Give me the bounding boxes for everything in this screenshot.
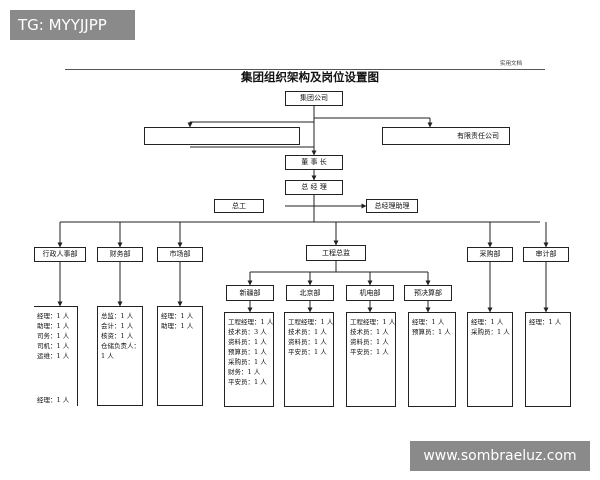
group-company-label: 集团公司	[300, 94, 328, 102]
detail-market-box: 经理：1 人 助理：1 人	[157, 306, 203, 406]
gm-assistant-box: 总经理助理	[366, 199, 418, 213]
detail-mech-box: 工程经理：1 人 技术员：1 人 资料员：1 人 平安员：1 人	[346, 312, 396, 407]
detail-line: 预算员：1 人	[412, 328, 451, 336]
sub-budget-box: 预决算部	[404, 285, 452, 301]
dept-hr-label: 行政人事部	[42, 250, 78, 258]
llc-label: 有限责任公司	[457, 131, 499, 140]
dept-engineering-label: 工程总监	[322, 248, 350, 257]
detail-line: 技术员：1 人	[350, 328, 389, 336]
detail-line: 司务：1 人	[37, 332, 70, 340]
dept-engineering-box: 工程总监	[306, 245, 366, 261]
dept-market-box: 市场部	[157, 247, 203, 262]
detail-line: 司机：1 人	[37, 342, 70, 350]
general-manager-label: 总 经 理	[301, 183, 327, 191]
detail-line: 技术员：3 人	[228, 328, 267, 336]
detail-purchase-box: 经理：1 人 采购员：1 人	[467, 312, 513, 407]
sub-xinjiang-label: 新疆部	[239, 288, 261, 297]
detail-line: 经理：1 人	[161, 312, 194, 320]
detail-line: 1 人	[101, 352, 114, 360]
dept-audit-label: 审计部	[535, 250, 557, 258]
detail-line: 工程经理：1 人	[288, 318, 334, 326]
detail-hr-box: 经理：1 人 助理：1 人 司务：1 人 司机：1 人 运维：1 人 经理：1 …	[34, 306, 78, 406]
chief-engineer-label: 总工	[232, 201, 246, 210]
chairman-box: 董 事 长	[285, 155, 343, 170]
llc-box: 有限责任公司	[382, 127, 510, 145]
dept-finance-label: 财务部	[109, 250, 131, 258]
detail-line: 仓储负责人：	[101, 342, 140, 350]
chart-title: 集团组织架构及岗位设置图	[241, 70, 379, 84]
detail-line: 资料员：1 人	[228, 338, 267, 346]
detail-line: 平安员：1 人	[288, 348, 327, 356]
detail-finance-box: 总监：1 人 会计：1 人 核资：1 人 仓储负责人： 1 人	[97, 306, 143, 406]
detail-line: 经理：1 人	[37, 312, 70, 320]
dept-hr-box: 行政人事部	[34, 247, 86, 262]
sub-beijing-box: 北京部	[286, 285, 334, 301]
detail-line: 平安员：1 人	[228, 378, 267, 386]
header-rule	[65, 69, 545, 70]
group-company-box: 集团公司	[285, 91, 343, 106]
detail-line: 助理：1 人	[37, 322, 70, 330]
general-manager-box: 总 经 理	[285, 180, 343, 195]
dept-purchase-label: 采购部	[479, 250, 501, 258]
detail-line: 采购员：1 人	[471, 328, 510, 336]
detail-line: 经理：1 人	[471, 318, 504, 326]
dept-audit-box: 审计部	[523, 247, 569, 262]
sub-beijing-label: 北京部	[299, 288, 321, 297]
chairman-label: 董 事 长	[301, 158, 327, 166]
doc-label: 实用文档	[500, 61, 523, 67]
detail-line: 总监：1 人	[101, 312, 134, 320]
detail-line: 工程经理：1 人	[350, 318, 396, 326]
sub-mech-box: 机电部	[346, 285, 394, 301]
dept-finance-box: 财务部	[97, 247, 143, 262]
detail-line: 财务：1 人	[228, 368, 261, 376]
detail-line: 资料员：1 人	[350, 338, 389, 346]
dept-market-label: 市场部	[169, 250, 191, 258]
detail-line: 运维：1 人	[37, 352, 70, 360]
dept-purchase-box: 采购部	[467, 247, 513, 262]
chief-engineer-box: 总工	[214, 199, 264, 213]
detail-line: 采购员：1 人	[228, 358, 267, 366]
sub-mech-label: 机电部	[359, 288, 381, 297]
detail-line: 经理：1 人	[412, 318, 445, 326]
detail-line: 预算员：1 人	[228, 348, 267, 356]
detail-line: 资料员：1 人	[288, 338, 327, 346]
detail-line: 会计：1 人	[101, 322, 134, 330]
detail-line: 经理：1 人	[37, 396, 70, 404]
detail-audit-box: 经理：1 人	[525, 312, 571, 407]
detail-line: 核资：1 人	[101, 332, 134, 340]
detail-line: 助理：1 人	[161, 322, 194, 330]
detail-beijing-box: 工程经理：1 人 技术员：1 人 资料员：1 人 平安员：1 人	[284, 312, 334, 407]
gm-assistant-label: 总经理助理	[374, 201, 410, 210]
sub-xinjiang-box: 新疆部	[226, 285, 274, 301]
detail-line: 经理：1 人	[529, 318, 562, 326]
detail-budget-box: 经理：1 人 预算员：1 人	[408, 312, 456, 407]
watermark-tag: TG: MYYJJPP	[10, 10, 135, 40]
detail-line: 工程经理：1 人	[228, 318, 274, 326]
watermark-url: www.sombraeluz.com	[410, 441, 590, 471]
detail-xinjiang-box: 工程经理：1 人 技术员：3 人 资料员：1 人 预算员：1 人 采购员：1 人…	[224, 312, 274, 407]
blank-subsidiary-box	[144, 127, 300, 145]
detail-line: 平安员：1 人	[350, 348, 389, 356]
sub-budget-label: 预决算部	[414, 288, 442, 297]
detail-line: 技术员：1 人	[288, 328, 327, 336]
